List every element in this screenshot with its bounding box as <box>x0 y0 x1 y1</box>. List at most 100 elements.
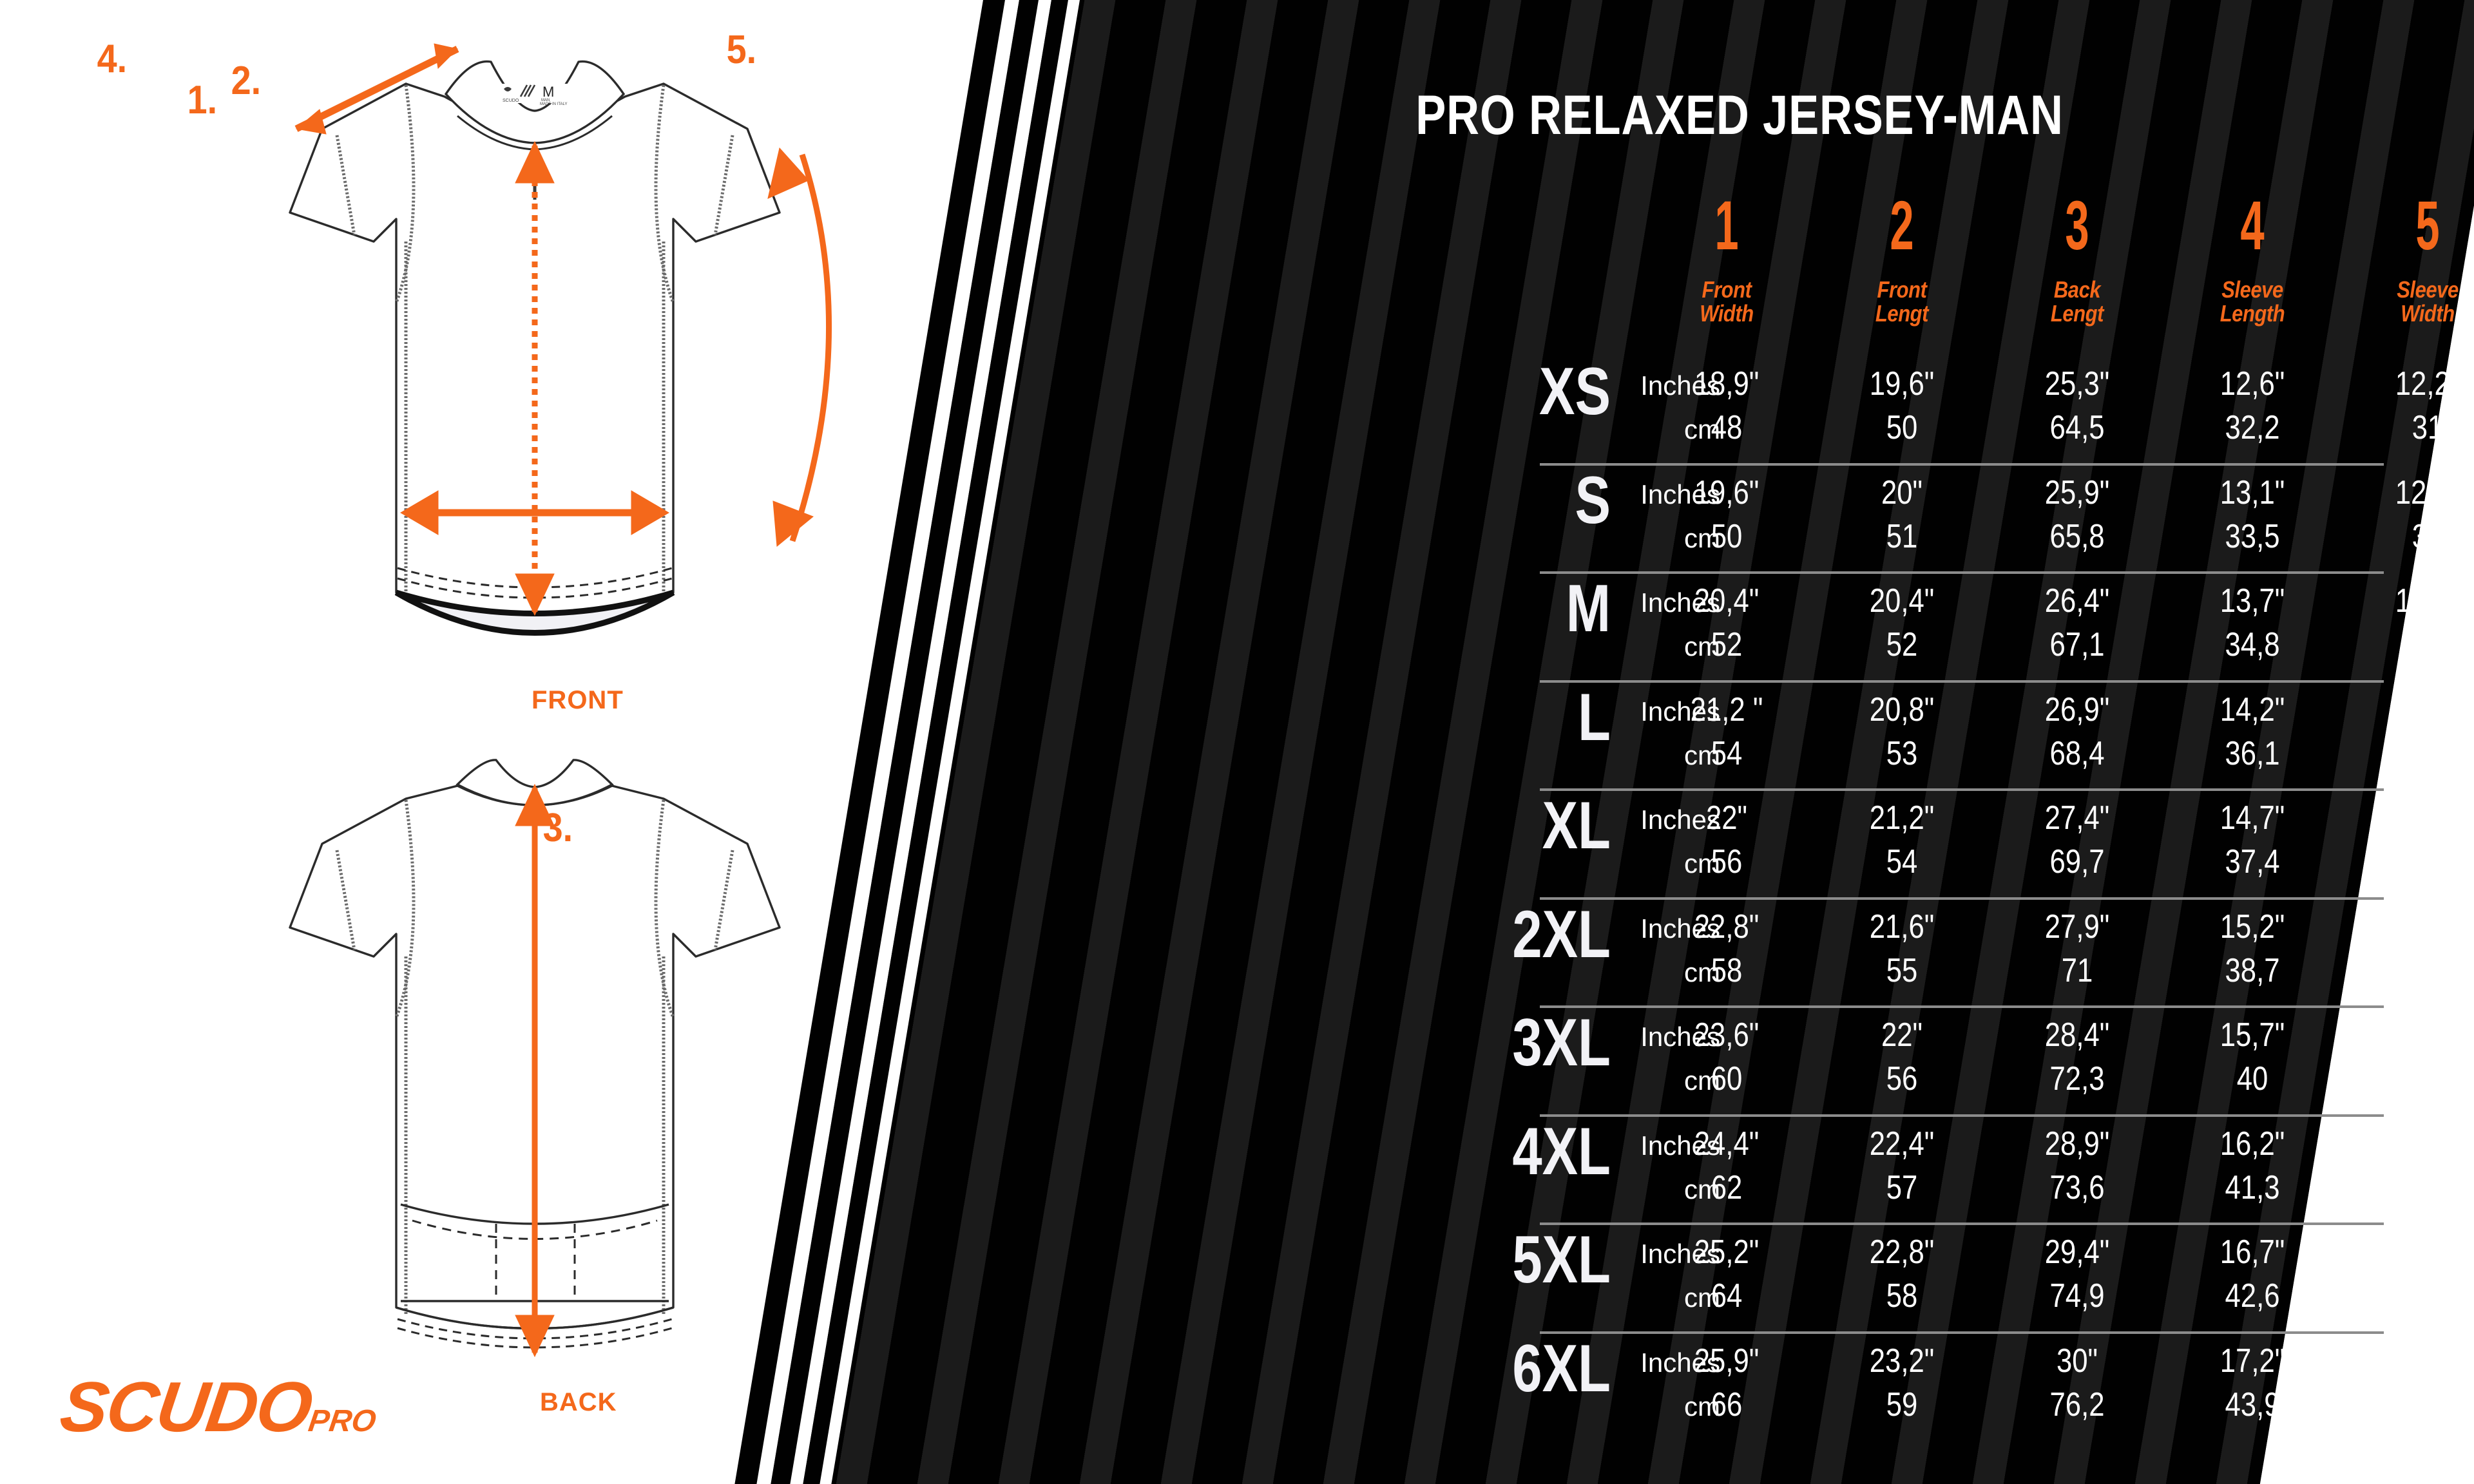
cell-M-c3-cm: 67,1 <box>2049 626 2105 663</box>
cell-XS-c1-cm: 48 <box>1711 409 1743 446</box>
cell-XL-c5-cm: 35 <box>2412 843 2444 880</box>
cell-S-c5-cm: 32 <box>2412 517 2444 555</box>
cell-6XL-c2-cm: 59 <box>1886 1385 1918 1423</box>
annotation-1-label: 1. <box>187 78 218 122</box>
svg-text:MAN: MAN <box>541 99 550 102</box>
column-number-1: 1 <box>1714 186 1739 264</box>
cell-5XL-c4-inches: 16,7" <box>2220 1233 2285 1271</box>
column-number-2: 2 <box>1890 186 1914 264</box>
column-label-line2: Width <box>2401 300 2455 327</box>
cell-5XL-c4-cm: 42,6 <box>2225 1277 2280 1315</box>
size-label-M: M <box>1566 571 1611 646</box>
cell-L-c3-inches: 26,9" <box>2044 690 2110 728</box>
svg-text:SCUDO: SCUDO <box>503 99 519 103</box>
column-label-line2: Lengt <box>2050 300 2104 327</box>
size-label-3XL: 3XL <box>1512 1005 1611 1080</box>
column-label-line1: Front <box>1877 276 1927 303</box>
cell-3XL-c3-inches: 28,4" <box>2044 1016 2110 1054</box>
cell-M-c5-inches: 12,9" <box>2395 582 2460 620</box>
cell-L-c3-cm: 68,4 <box>2049 734 2105 772</box>
cell-5XL-c3-inches: 29,4" <box>2044 1233 2110 1271</box>
size-label-2XL: 2XL <box>1512 897 1611 972</box>
cell-XS-c3-inches: 25,3" <box>2044 365 2110 403</box>
cell-S-c3-cm: 65,8 <box>2049 517 2105 555</box>
unit-label-inches: Inches <box>1640 1239 1720 1269</box>
cell-XS-c5-inches: 12,2" <box>2395 365 2460 403</box>
cell-XS-c5-cm: 31 <box>2412 409 2444 446</box>
cell-4XL-c2-cm: 57 <box>1886 1168 1918 1206</box>
row-divider <box>1540 1005 2384 1008</box>
brand-name: SCUDO <box>55 1367 316 1447</box>
unit-label-cm: cm <box>1684 1174 1720 1204</box>
page-title: PRO RELAXED JERSEY-MAN <box>1415 84 2064 146</box>
cell-XS-c3-cm: 64,5 <box>2049 409 2105 446</box>
column-label-line1: Back <box>2053 276 2101 303</box>
annotation-2-label: 2. <box>231 59 262 103</box>
cell-L-c5-cm: 34 <box>2412 734 2444 772</box>
unit-label-cm: cm <box>1684 414 1720 444</box>
annotation-5-label: 5. <box>726 28 757 72</box>
cell-2XL-c1-cm: 58 <box>1711 951 1743 989</box>
collar-tag: M SCUDO MAN MADE IN ITALY <box>499 84 571 106</box>
size-label-4XL: 4XL <box>1512 1114 1611 1189</box>
cell-XL-c2-inches: 21,2" <box>1869 799 1935 837</box>
cell-XS-c4-inches: 12,6" <box>2220 365 2285 403</box>
cell-6XL-c4-cm: 43,9 <box>2225 1385 2280 1423</box>
unit-label-inches: Inches <box>1640 370 1720 401</box>
cell-3XL-c1-cm: 60 <box>1711 1060 1743 1098</box>
row-divider <box>1540 1114 2384 1117</box>
cell-3XL-c4-cm: 40 <box>2236 1060 2268 1098</box>
cell-5XL-c5-cm: 39 <box>2412 1277 2444 1315</box>
cell-2XL-c2-cm: 55 <box>1886 951 1918 989</box>
cell-4XL-c2-inches: 22,4" <box>1869 1125 1935 1163</box>
cell-5XL-c2-inches: 22,8" <box>1869 1233 1935 1271</box>
cell-XS-c2-cm: 50 <box>1886 409 1918 446</box>
cell-3XL-c4-inches: 15,7" <box>2220 1016 2285 1054</box>
unit-label-inches: Inches <box>1640 696 1720 727</box>
column-label-line2: Length <box>2220 300 2285 327</box>
cell-4XL-c3-cm: 73,6 <box>2049 1168 2105 1206</box>
cell-3XL-c1-inches: 23,6" <box>1694 1016 1760 1054</box>
cell-XL-c5-inches: 13,7" <box>2395 799 2460 837</box>
column-label-line2: Width <box>1700 300 1754 327</box>
size-label-5XL: 5XL <box>1512 1222 1611 1297</box>
row-divider <box>1540 1222 2384 1225</box>
cell-2XL-c3-cm: 71 <box>2061 951 2093 989</box>
column-label-line1: Sleeve <box>2221 276 2283 303</box>
unit-label-inches: Inches <box>1640 1022 1720 1052</box>
size-label-XS: XS <box>1539 354 1611 429</box>
cell-3XL-c5-inches: 14,5" <box>2395 1016 2460 1054</box>
cell-M-c4-inches: 13,7" <box>2220 582 2285 620</box>
column-label-line2: Lengt <box>1875 300 1929 327</box>
unit-label-inches: Inches <box>1640 479 1720 509</box>
unit-label-inches: Inches <box>1640 1347 1720 1378</box>
unit-label-inches: Inches <box>1640 587 1720 618</box>
cell-5XL-c3-cm: 74,9 <box>2049 1277 2105 1315</box>
cell-S-c4-inches: 13,1" <box>2220 473 2285 511</box>
cell-S-c2-inches: 20" <box>1881 473 1923 511</box>
cell-3XL-c3-cm: 72,3 <box>2049 1060 2105 1098</box>
cell-M-c1-inches: 20,4" <box>1694 582 1760 620</box>
size-label-S: S <box>1575 462 1611 538</box>
jersey-illustrations: M SCUDO MAN MADE IN ITALY <box>0 0 1044 1484</box>
cell-6XL-c5-inches: 15,7" <box>2395 1342 2460 1380</box>
cell-M-c1-cm: 52 <box>1711 626 1743 663</box>
cell-6XL-c2-inches: 23,2" <box>1869 1342 1935 1380</box>
unit-label-inches: Inches <box>1640 1130 1720 1161</box>
cell-4XL-c4-inches: 16,2" <box>2220 1125 2285 1163</box>
cell-6XL-c3-inches: 30" <box>2056 1342 2098 1380</box>
unit-label-cm: cm <box>1684 848 1720 879</box>
cell-6XL-c5-cm: 40 <box>2412 1385 2444 1423</box>
cell-4XL-c1-cm: 62 <box>1711 1168 1743 1206</box>
unit-label-cm: cm <box>1684 739 1720 770</box>
size-label-XL: XL <box>1542 788 1611 863</box>
svg-text:MADE IN ITALY: MADE IN ITALY <box>540 102 567 106</box>
annotation-3-label: 3. <box>542 806 573 850</box>
cell-M-c2-cm: 52 <box>1886 626 1918 663</box>
cell-S-c4-cm: 33,5 <box>2225 517 2280 555</box>
unit-label-cm: cm <box>1684 1391 1720 1422</box>
row-divider <box>1540 680 2384 683</box>
